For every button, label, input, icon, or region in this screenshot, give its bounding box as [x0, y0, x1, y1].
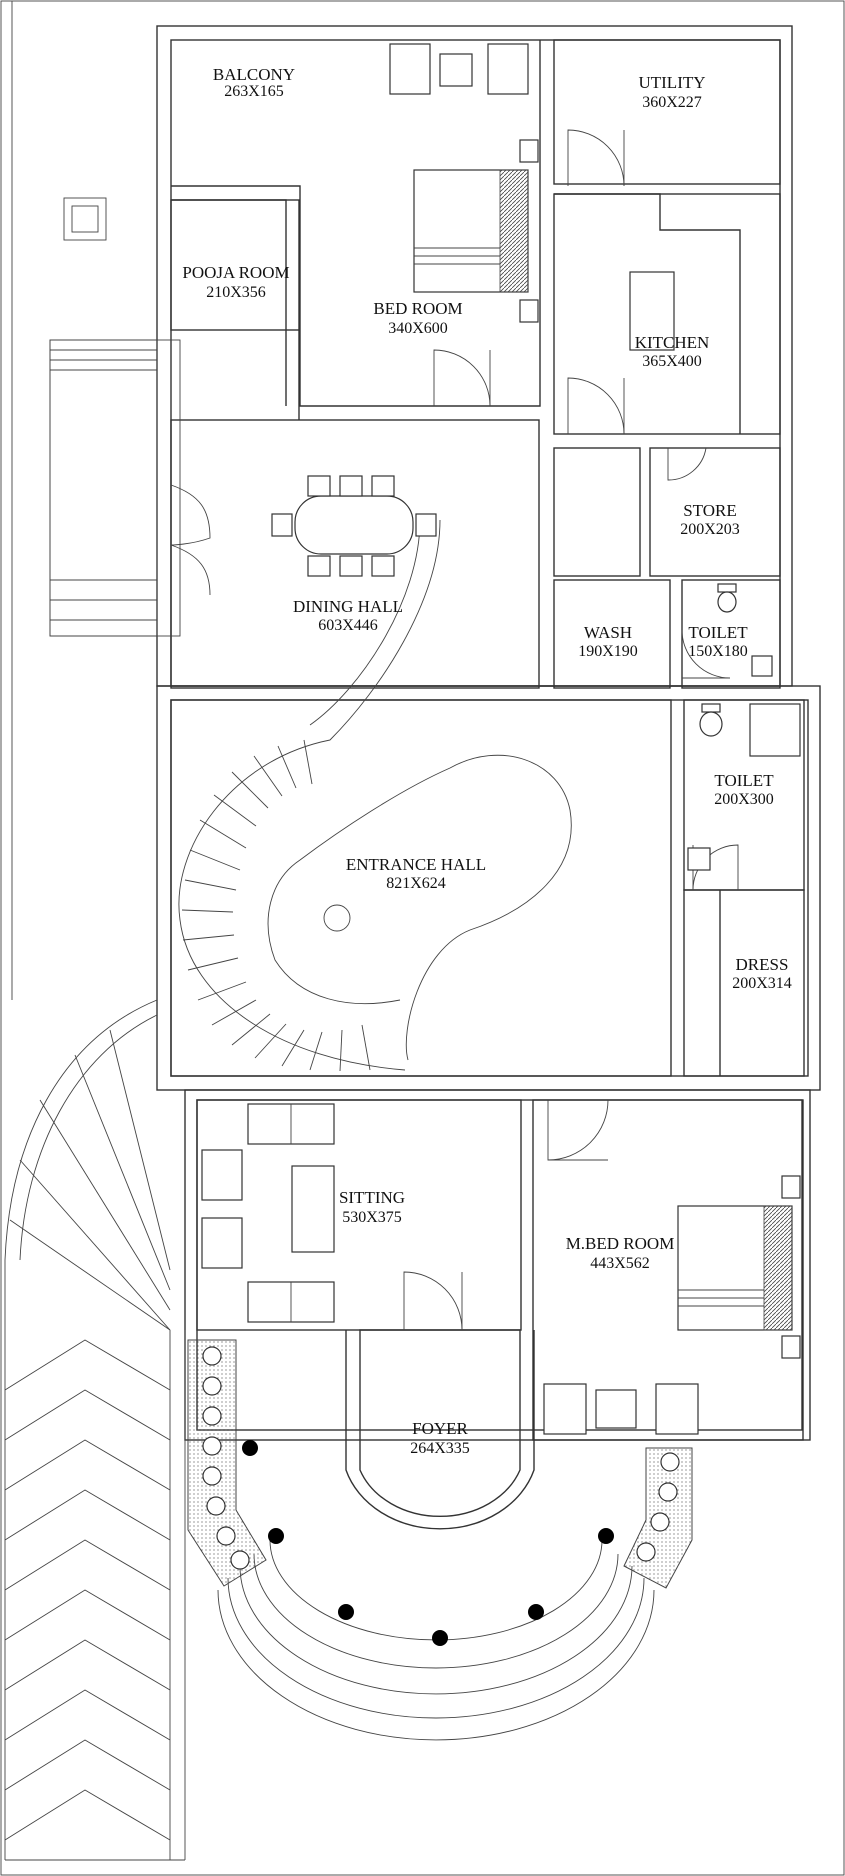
chair-icon [543, 1383, 587, 1435]
chair-icon [339, 475, 363, 497]
foyer-label: FOYER [412, 1419, 468, 1438]
dining-hall-label: DINING HALL [293, 597, 403, 616]
door-swing-icon [170, 484, 211, 596]
dining-table [271, 475, 437, 577]
entrance-hall-label: ENTRANCE HALL [346, 855, 486, 874]
chair-icon [371, 475, 395, 497]
plant-icon [206, 1496, 226, 1516]
plant-icon [202, 1466, 222, 1486]
column-icon [432, 1630, 448, 1646]
chair-icon [655, 1383, 699, 1435]
bed-room-furniture [389, 43, 675, 351]
plant-icon [636, 1542, 656, 1562]
column-icon [268, 1528, 284, 1544]
utility-size: 360X227 [642, 94, 702, 111]
spiral-staircase [178, 519, 572, 1072]
m-bed-room-size: 443X562 [590, 1255, 650, 1272]
chair-icon [307, 475, 331, 497]
door-swing-icon [567, 377, 625, 435]
chair-icon [339, 555, 363, 577]
bed-room-size: 340X600 [388, 320, 448, 337]
external-stair [4, 999, 186, 1861]
dining-hall-size: 603X446 [318, 617, 378, 634]
door-swing-icon [681, 629, 731, 679]
plant-icon [216, 1526, 236, 1546]
pooja-room-size: 210X356 [206, 284, 266, 301]
chair-icon [389, 43, 431, 95]
door-swing-icon [567, 129, 625, 187]
front-steps [217, 1539, 655, 1741]
m-bed-room-label: M.BED ROOM [566, 1234, 675, 1253]
plant-icon [202, 1376, 222, 1396]
entrance-hall-size: 821X624 [386, 875, 446, 892]
toilet-icon [717, 583, 737, 613]
utility-label: UTILITY [638, 73, 705, 92]
kitchen-label: KITCHEN [635, 333, 710, 352]
chair-icon [201, 1149, 243, 1201]
plant-icon [202, 1346, 222, 1366]
chair-icon [307, 555, 331, 577]
column-icon [528, 1604, 544, 1620]
chair-icon [271, 513, 293, 537]
sitting-label: SITTING [339, 1188, 405, 1207]
chair-icon [415, 513, 437, 537]
store-label: STORE [683, 501, 737, 520]
bed-icon [677, 1175, 801, 1359]
entrance-steps [49, 339, 181, 637]
plant-icon [202, 1406, 222, 1426]
bed-icon [413, 139, 539, 323]
bed-room-label: BED ROOM [373, 299, 462, 318]
chair-icon [487, 43, 529, 95]
toilet-1-size: 150X180 [688, 643, 748, 660]
column-icon [598, 1528, 614, 1544]
sitting-furniture [201, 1103, 335, 1323]
plant-icon [660, 1452, 680, 1472]
toilet-1-label: TOILET [688, 623, 748, 642]
room-labels: BALCONY 263X165 UTILITY 360X227 POOJA RO… [182, 65, 791, 1457]
plant-icon [202, 1436, 222, 1456]
pooja-room-label: POOJA ROOM [182, 263, 289, 282]
sitting-size: 530X375 [342, 1209, 402, 1226]
toilet-icon [699, 703, 723, 737]
chair-icon [201, 1217, 243, 1269]
dress-size: 200X314 [732, 975, 792, 992]
plant-icon [230, 1550, 250, 1570]
foyer-size: 264X335 [410, 1440, 470, 1457]
door-swing-icon [403, 1271, 463, 1331]
column-icon [242, 1440, 258, 1456]
porch-columns [242, 1440, 614, 1646]
toilet-fixtures [687, 583, 801, 871]
balcony-label: BALCONY [213, 65, 295, 84]
door-swing-icon [667, 447, 707, 481]
kitchen-size: 365X400 [642, 353, 702, 370]
wash-label: WASH [584, 623, 632, 642]
chair-icon [371, 555, 395, 577]
balcony-size: 263X165 [224, 83, 284, 100]
planter-right [623, 1447, 693, 1589]
plant-icon [650, 1512, 670, 1532]
m-bed-room-furniture [543, 1175, 801, 1435]
planter-left [187, 1339, 267, 1587]
wash-size: 190X190 [578, 643, 638, 660]
toilet-2-label: TOILET [714, 771, 774, 790]
interior-walls [170, 39, 805, 1530]
door-swing-icon [547, 1099, 609, 1161]
plant-icon [658, 1482, 678, 1502]
store-size: 200X203 [680, 521, 740, 538]
pillar-icon [63, 197, 107, 241]
column-icon [338, 1604, 354, 1620]
door-swing-icon [433, 349, 491, 407]
dress-label: DRESS [736, 955, 789, 974]
toilet-2-size: 200X300 [714, 791, 774, 808]
